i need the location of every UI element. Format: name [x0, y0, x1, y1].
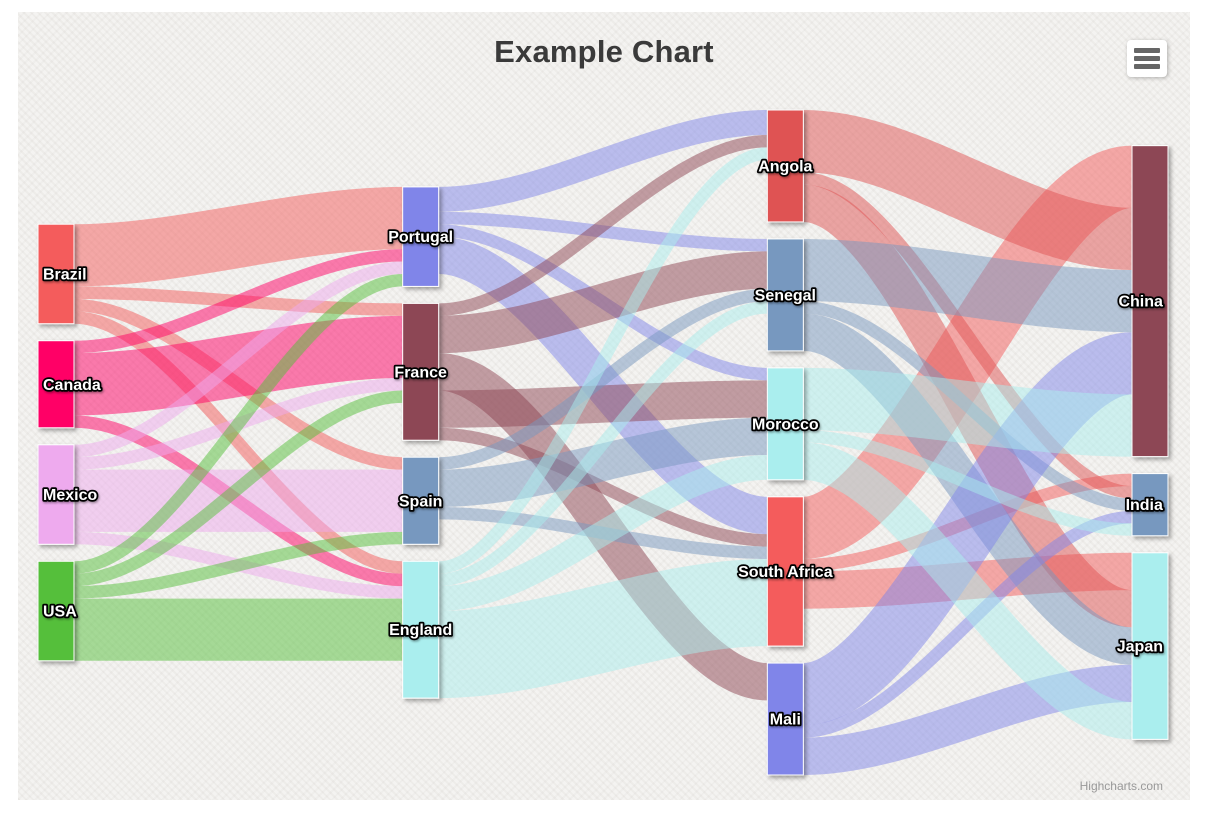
sankey-link-South Africa-China[interactable]: [799, 145, 1136, 559]
credits-link[interactable]: Highcharts.com: [1079, 779, 1163, 793]
sankey-link-England-Angola[interactable]: [438, 147, 768, 574]
node-label-England: England: [389, 622, 452, 639]
sankey-node-Mexico[interactable]: [37, 444, 75, 545]
node-label-China: China: [1118, 294, 1163, 311]
sankey-link-England-Morocco[interactable]: [438, 454, 768, 612]
sankey-link-USA-France[interactable]: [73, 390, 403, 587]
node-label-South Africa: South Africa: [738, 564, 833, 581]
sankey-link-Brazil-Portugal[interactable]: [73, 186, 403, 287]
chart-title: Example Chart: [494, 34, 714, 69]
sankey-link-Mali-China[interactable]: [799, 332, 1136, 726]
hamburger-menu-icon-bar: [1134, 56, 1160, 61]
node-label-Brazil: Brazil: [43, 266, 87, 283]
sankey-node-Senegal[interactable]: [766, 238, 804, 352]
node-label-Morocco: Morocco: [752, 416, 819, 433]
sankey-link-USA-Spain[interactable]: [73, 531, 403, 599]
sankey-node-Japan[interactable]: [1131, 552, 1169, 740]
sankey-node-USA[interactable]: [37, 560, 75, 662]
sankey-link-Angola-India[interactable]: [802, 172, 1133, 499]
sankey-link-USA-Portugal[interactable]: [73, 273, 404, 574]
sankey-node-India[interactable]: [1131, 473, 1169, 537]
sankey-node-China[interactable]: [1131, 145, 1169, 458]
sankey-link-England-Senegal[interactable]: [438, 301, 768, 587]
context-menu-button[interactable]: [1127, 40, 1167, 77]
sankey-link-France-South Africa[interactable]: [438, 427, 768, 547]
sankey-link-England-South Africa[interactable]: [437, 558, 769, 699]
node-label-Japan: Japan: [1117, 639, 1163, 656]
sankey-link-Morocco-Japan[interactable]: [801, 442, 1134, 740]
sankey-link-Morocco-China[interactable]: [803, 367, 1133, 457]
node-label-Mali: Mali: [770, 712, 801, 729]
sankey-nodes-layer: [37, 109, 1169, 776]
sankey-node-England[interactable]: [402, 560, 440, 699]
sankey-link-Angola-China[interactable]: [802, 110, 1134, 271]
sankey-link-Spain-Senegal[interactable]: [438, 288, 768, 470]
sankey-link-France-Senegal[interactable]: [438, 251, 768, 354]
sankey-node-Brazil[interactable]: [37, 223, 75, 325]
node-label-Portugal: Portugal: [388, 229, 453, 246]
hamburger-menu-icon: [1134, 48, 1160, 53]
sankey-link-Spain-Morocco[interactable]: [438, 417, 768, 507]
node-label-Canada: Canada: [43, 377, 101, 394]
sankey-node-Angola[interactable]: [766, 109, 804, 223]
node-label-Angola: Angola: [758, 158, 812, 175]
sankey-link-Mexico-Portugal[interactable]: [73, 261, 403, 458]
sankey-node-Spain[interactable]: [402, 456, 440, 545]
sankey-node-Canada[interactable]: [37, 340, 75, 429]
sankey-node-Morocco[interactable]: [766, 367, 804, 481]
sankey-node-Mali[interactable]: [766, 662, 804, 776]
sankey-link-Portugal-Angola[interactable]: [438, 110, 768, 212]
sankey-node-South Africa[interactable]: [766, 496, 804, 647]
node-label-France: France: [394, 364, 447, 381]
sankey-link-France-Morocco[interactable]: [438, 380, 768, 428]
sankey-node-Portugal[interactable]: [402, 186, 440, 287]
node-label-Spain: Spain: [399, 493, 443, 510]
sankey-link-France-Angola[interactable]: [438, 134, 768, 316]
sankey-links-layer: [73, 110, 1136, 776]
node-label-India: India: [1126, 497, 1163, 514]
node-label-Senegal: Senegal: [755, 287, 816, 304]
sankey-link-Canada-Portugal[interactable]: [73, 249, 403, 354]
sankey-link-Senegal-China[interactable]: [803, 238, 1133, 333]
node-label-USA: USA: [43, 604, 77, 621]
sankey-node-France[interactable]: [402, 302, 440, 441]
node-label-Mexico: Mexico: [43, 487, 97, 504]
hamburger-menu-icon-bar: [1134, 64, 1160, 69]
sankey-link-Morocco-India[interactable]: [803, 430, 1133, 536]
sankey-link-Brazil-England[interactable]: [73, 311, 403, 574]
